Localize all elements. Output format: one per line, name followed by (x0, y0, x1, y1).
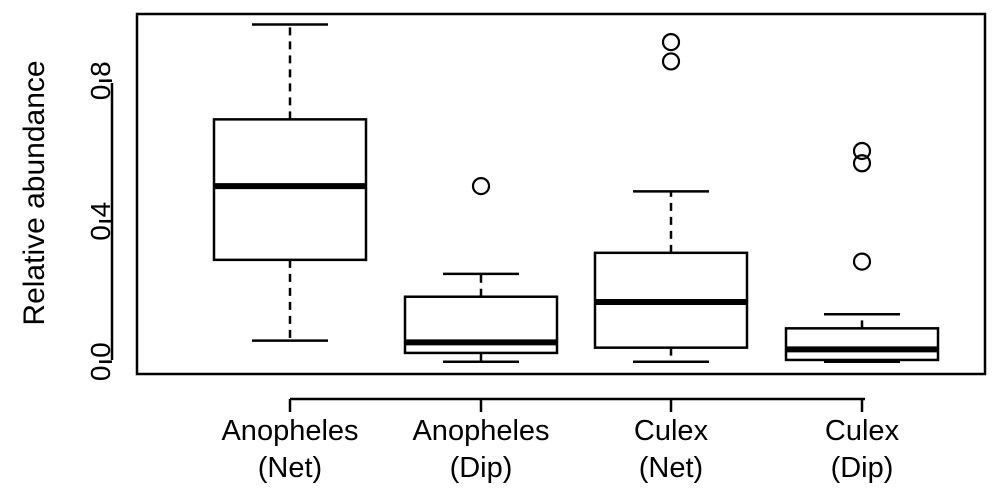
outlier-point (661, 52, 681, 71)
x-tick-label: Anopheles (221, 415, 358, 447)
y-tick-label: 0.0 (85, 342, 116, 381)
box-group (212, 23, 368, 342)
x-axis-ticks: Anopheles (Net) Anopheles (Dip) Culex (Net) Cu… (221, 399, 900, 484)
x-tick-label-sub: (Dip) (831, 452, 894, 484)
outlier-point (471, 176, 491, 196)
y-tick-label: 0.4 (85, 202, 116, 241)
x-tick-label-sub: (Dip) (450, 452, 513, 484)
outlier-point (852, 154, 872, 173)
iqr-box (212, 118, 368, 262)
iqr-box (784, 327, 940, 362)
y-axis-label: Relative abundance (18, 60, 51, 325)
x-tick-label: Culex (825, 415, 900, 447)
x-tick-label-sub: (Net) (258, 452, 322, 484)
plot-frame (135, 12, 987, 376)
box-group (403, 176, 559, 363)
x-tick-label-sub: (Net) (639, 452, 703, 484)
box-group (593, 32, 749, 363)
box-series (212, 23, 940, 363)
x-tick-label: Culex (634, 415, 709, 447)
outlier-point (852, 141, 872, 161)
outlier-point (661, 32, 681, 52)
y-tick-label: 0.8 (85, 61, 116, 100)
x-tick-label: Anopheles (412, 415, 549, 447)
box-group (784, 141, 940, 363)
outlier-point (852, 252, 872, 271)
y-axis-ticks: 0.0 0.4 0.8 (85, 61, 116, 381)
